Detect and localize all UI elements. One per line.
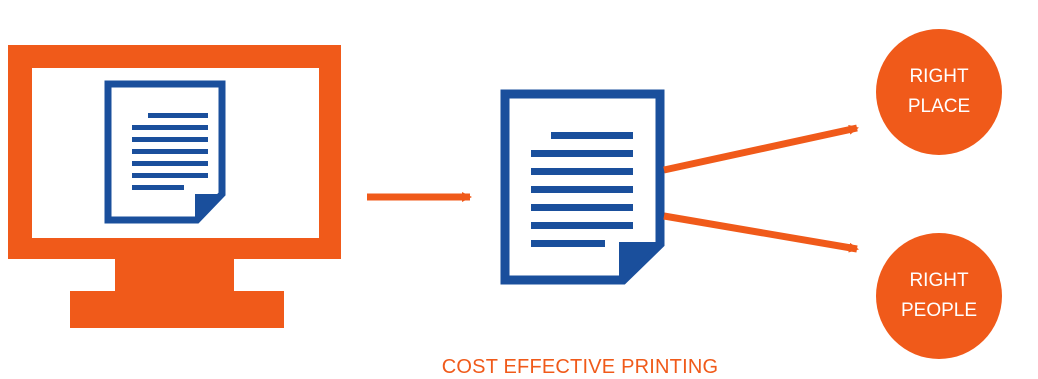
document-text-lines [531, 132, 633, 247]
caption: COST EFFECTIVE PRINTING [441, 356, 719, 378]
document-icon [104, 80, 226, 224]
document-icon [500, 89, 665, 285]
arrow-icon [663, 212, 859, 253]
right-people-line2: PEOPLE [900, 300, 978, 321]
arrow-icon [663, 124, 859, 174]
monitor-neck [115, 259, 234, 291]
right-place-line1: RIGHT [909, 66, 969, 87]
right-people-line1: RIGHT [909, 270, 969, 291]
monitor-stand [70, 291, 284, 328]
document-fold [195, 194, 222, 222]
right-place-line2: PLACE [907, 96, 971, 117]
document-text-lines [132, 113, 208, 190]
document-fold [619, 242, 660, 283]
right-people-circle: RIGHT PEOPLE [876, 233, 1002, 359]
right-place-circle: RIGHT PLACE [876, 29, 1002, 155]
